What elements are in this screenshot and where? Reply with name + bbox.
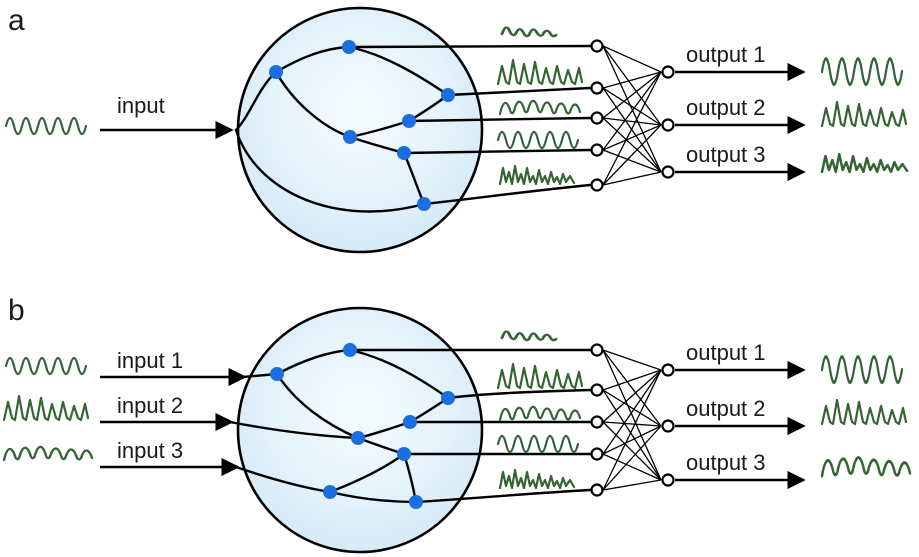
- reservoir-node: [403, 415, 417, 429]
- panel-b: b input 1 input 2 input 3: [2, 294, 912, 554]
- tap-waveform: [500, 25, 558, 38]
- reservoir-nodes: [269, 40, 455, 211]
- tap-node: [590, 415, 604, 429]
- tap-waveform: [498, 468, 576, 490]
- reservoir-node: [441, 391, 455, 405]
- tap-nodes: [590, 343, 604, 497]
- reservoir-node: [397, 447, 411, 461]
- reservoir-node: [397, 146, 411, 160]
- input-1-label: input 1: [117, 348, 183, 373]
- reservoir-node: [409, 495, 423, 509]
- reservoir-node: [343, 130, 357, 144]
- tap-waveform: [496, 130, 580, 150]
- tap-node: [590, 143, 604, 157]
- tap-node: [590, 383, 604, 397]
- output-waveform: [820, 100, 908, 128]
- reservoir-node: [402, 114, 416, 128]
- input-waveform: [2, 445, 94, 462]
- output-3-label: output 3: [686, 142, 766, 167]
- reservoir-circle: [236, 6, 484, 254]
- reservoir-node: [323, 485, 337, 499]
- output-waveform: [820, 355, 904, 385]
- reservoir-node: [270, 367, 284, 381]
- tap-waveforms: [496, 329, 584, 490]
- reservoir-edges: [228, 348, 592, 504]
- reservoir-node: [417, 197, 431, 211]
- output-1-label: output 1: [686, 340, 766, 365]
- tap-node: [590, 343, 604, 357]
- tap-waveform: [496, 362, 584, 390]
- output-waveform: [820, 152, 909, 174]
- input-arrows: [100, 367, 247, 477]
- output-node: [661, 419, 675, 433]
- input-waveforms: [2, 356, 94, 462]
- output-1-label: output 1: [686, 42, 766, 67]
- tap-node: [590, 81, 604, 95]
- readout-connections: [602, 349, 662, 491]
- output-nodes: [661, 363, 675, 487]
- tap-node: [590, 178, 604, 192]
- output-waveform: [820, 57, 904, 87]
- tap-waveform: [498, 405, 582, 422]
- reservoir-node: [441, 88, 455, 102]
- output-node: [661, 118, 675, 132]
- input-label: input: [117, 93, 165, 118]
- input-waveform: [4, 116, 88, 136]
- output-arrows: [675, 62, 806, 182]
- output-waveform: [820, 456, 912, 478]
- tap-nodes: [590, 39, 604, 192]
- panel-b-letter: b: [8, 294, 25, 327]
- output-node: [661, 165, 675, 179]
- tap-node: [590, 447, 604, 461]
- output-3-label: output 3: [686, 450, 766, 475]
- output-2-label: output 2: [686, 95, 766, 120]
- input-waveform: [4, 356, 88, 376]
- tap-waveform: [496, 434, 580, 454]
- tap-waveform: [498, 99, 582, 116]
- input-3-label: input 3: [117, 438, 183, 463]
- reservoir-nodes: [270, 343, 455, 509]
- output-nodes: [661, 65, 675, 179]
- panel-a-letter: a: [8, 4, 25, 37]
- output-node: [661, 65, 675, 79]
- tap-node: [590, 39, 604, 53]
- input-2-label: input 2: [117, 393, 183, 418]
- tap-waveforms: [496, 25, 584, 186]
- output-2-label: output 2: [686, 396, 766, 421]
- tap-node: [590, 111, 604, 125]
- readout-connections: [602, 45, 662, 186]
- tap-waveform: [498, 164, 576, 186]
- tap-node: [590, 483, 604, 497]
- tap-waveform: [496, 58, 584, 86]
- reservoir-node: [343, 343, 357, 357]
- output-waveforms: [820, 355, 912, 478]
- reservoir-node: [342, 40, 356, 54]
- panel-a: a input: [4, 4, 909, 254]
- reservoir-circle: [236, 306, 484, 554]
- reservoir-node: [269, 65, 283, 79]
- output-waveform: [820, 398, 908, 426]
- reservoir-node: [351, 431, 365, 445]
- output-node: [661, 363, 675, 377]
- output-waveforms: [820, 57, 909, 174]
- output-arrows: [675, 360, 806, 490]
- tap-waveform: [500, 329, 558, 342]
- input-waveform: [2, 394, 90, 422]
- output-node: [661, 473, 675, 487]
